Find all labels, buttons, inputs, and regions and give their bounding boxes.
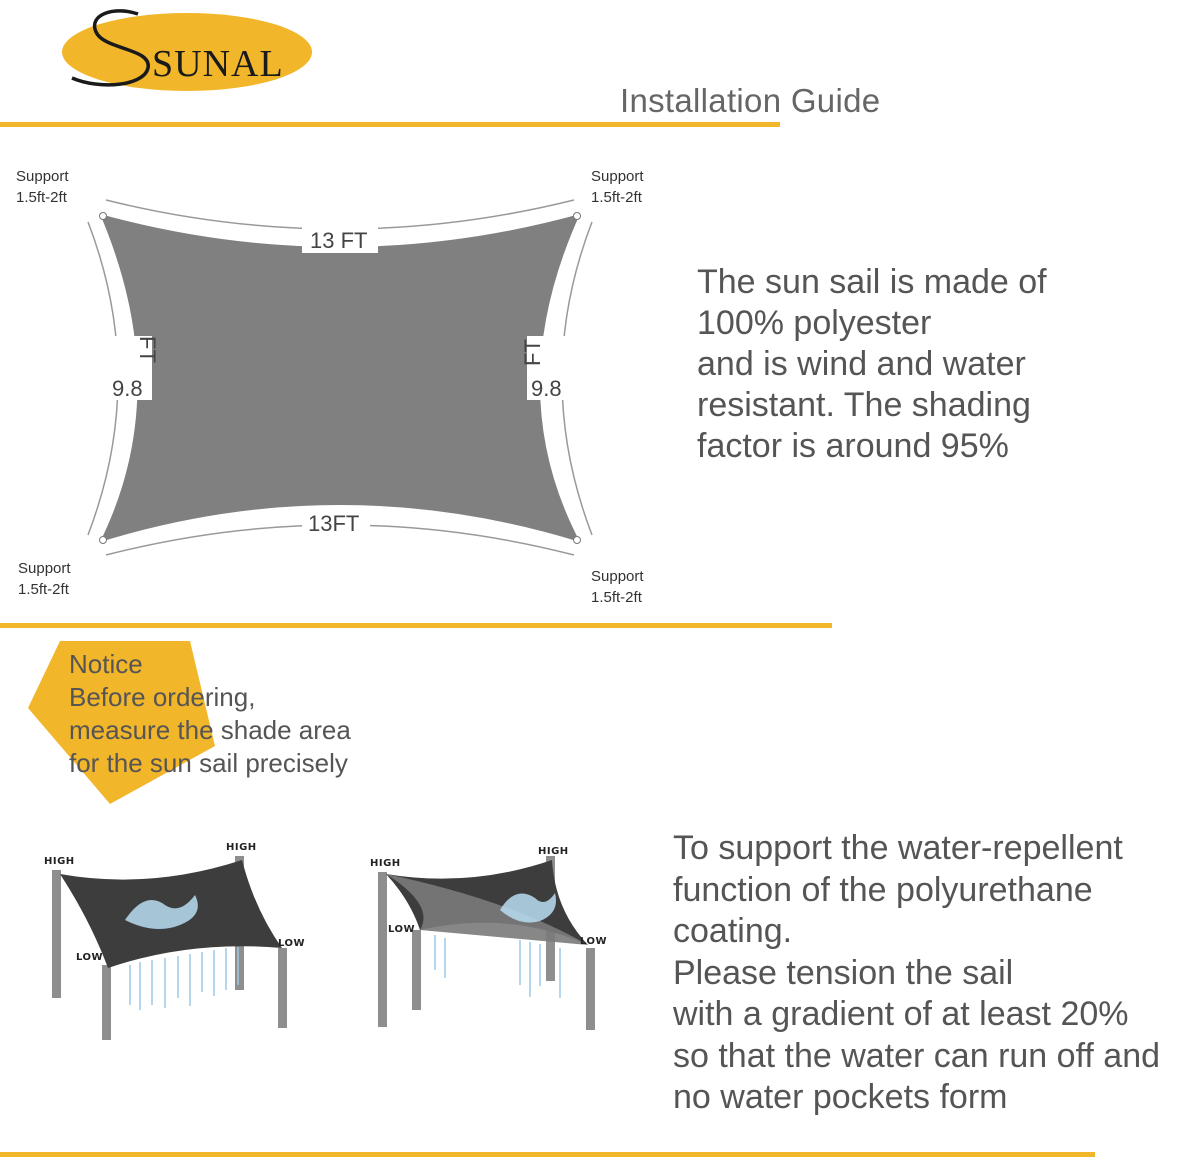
support-label-br: Support	[591, 568, 644, 585]
support-label-tl: Support	[16, 168, 69, 185]
support-range-tr: 1.5ft-2ft	[591, 189, 643, 206]
support-label-bl: Support	[18, 560, 71, 577]
right-side-value: 9.8	[531, 376, 562, 401]
notice-text: Notice Before ordering, measure the shad…	[69, 649, 351, 778]
left-side-value: 9.8	[112, 376, 143, 401]
high-label-2: HIGH	[226, 842, 257, 853]
logo-text: SUNAL	[152, 43, 284, 85]
low-label-3: LOW	[388, 924, 415, 935]
high-label-1: HIGH	[44, 856, 75, 867]
divider-middle	[0, 623, 832, 628]
divider-bottom	[0, 1152, 1095, 1157]
divider-top	[0, 122, 780, 127]
material-description: The sun sail is made of 100% polyester a…	[697, 263, 1047, 465]
low-label-4: LOW	[580, 936, 607, 947]
support-range-bl: 1.5ft-2ft	[18, 581, 70, 598]
brand-logo: SUNAL	[60, 0, 320, 95]
low-label-1: LOW	[76, 952, 103, 963]
sail-shape	[100, 214, 580, 542]
installation-illustration-rectangle: HIGH HIGH LOW LOW	[30, 830, 320, 1050]
bottom-length-label: 13FT	[308, 511, 359, 536]
support-range-tl: 1.5ft-2ft	[16, 189, 68, 206]
top-length-label: 13 FT	[310, 228, 367, 253]
tension-instructions: To support the water-repellent function …	[673, 829, 1161, 1116]
right-side-unit: FT	[520, 339, 545, 366]
support-range-br: 1.5ft-2ft	[591, 589, 643, 606]
sail-dimension-diagram: 13 FT 13FT 9.8 9.8 FT FT Support 1.5ft-2…	[0, 150, 680, 620]
high-label-3: HIGH	[370, 858, 401, 869]
page-title: Installation Guide	[620, 82, 881, 119]
notice-shape	[20, 636, 220, 806]
installation-illustration-crossed: HIGH HIGH LOW LOW	[360, 830, 630, 1040]
low-label-2: LOW	[278, 938, 305, 949]
left-side-unit: FT	[135, 336, 160, 363]
support-label-tr: Support	[591, 168, 644, 185]
high-label-4: HIGH	[538, 846, 569, 857]
